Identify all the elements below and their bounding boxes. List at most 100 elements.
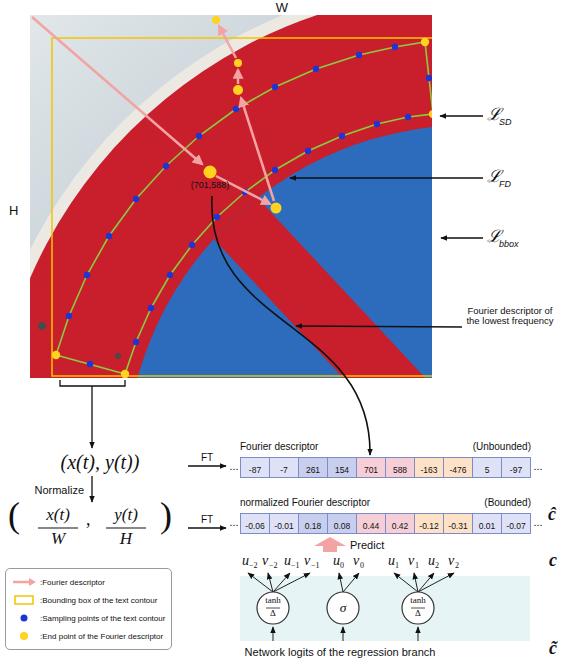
coefficient-cell: 0.01 xyxy=(472,513,502,534)
formula-numerator: y(t) xyxy=(114,506,138,525)
coefficient-symbol: u xyxy=(242,553,249,568)
coefficient-index: 1 xyxy=(415,562,419,571)
coefficient-value: 154 xyxy=(335,461,349,480)
coefficient-cell: 0.08 xyxy=(327,513,357,534)
coefficient-value: 5 xyxy=(485,461,490,480)
sign-bar xyxy=(170,148,432,378)
sign-photo xyxy=(30,15,432,378)
coefficient-cell: -163 xyxy=(414,457,444,478)
predict-arrow xyxy=(314,537,346,552)
legend-entry: :Fourier descriptor xyxy=(11,573,165,591)
legend-entry: :Bounding box of the text contour xyxy=(11,591,165,609)
arrow-label: Predict xyxy=(350,539,384,551)
step-label: Normalize xyxy=(34,484,84,496)
sign-ring xyxy=(30,15,432,378)
activation-circle: tanhΔ xyxy=(401,591,435,625)
coefficient-value: 0.44 xyxy=(363,517,380,536)
formula-denominator: W xyxy=(51,530,65,549)
fourier-vectors xyxy=(32,17,274,204)
coefficient-cell: 0.18 xyxy=(298,513,328,534)
row-range-note: (Bounded) xyxy=(484,497,531,509)
coefficient-cell: -0.31 xyxy=(443,513,473,534)
leader-lines xyxy=(60,116,483,528)
coefficient-value: -0.01 xyxy=(274,517,293,536)
coefficient-symbol: v xyxy=(353,553,359,568)
coefficient-value: -0.06 xyxy=(245,517,264,536)
coefficient-value: -0.07 xyxy=(506,517,525,536)
coefficient-cell: -0.12 xyxy=(414,513,444,534)
loss-subscript: SD xyxy=(499,118,512,128)
coefficient-symbol: u xyxy=(333,553,340,568)
formula-comma: , xyxy=(86,510,91,530)
screw xyxy=(115,353,121,359)
row-heading: Fourier descriptor xyxy=(240,441,318,453)
activation-circle: tanhΔ xyxy=(256,591,290,625)
activation-symbol: tanh xyxy=(265,596,281,606)
ellipsis: ... xyxy=(533,516,542,528)
coefficient-symbol: v xyxy=(448,553,454,568)
coefficient-value: -87 xyxy=(249,461,261,480)
legend-text: :Fourier descriptor xyxy=(40,578,105,587)
bounding-box xyxy=(52,38,432,376)
contour-formula: (x(t), y(t)) xyxy=(61,451,140,473)
coefficient-cell: 0.42 xyxy=(385,513,415,534)
arrow-sample xyxy=(13,581,30,584)
coefficient-value: -476 xyxy=(449,461,466,480)
loss-symbol: ℒ xyxy=(487,106,501,125)
coefficient-symbol: u xyxy=(388,553,395,568)
coefficient-value: -7 xyxy=(280,461,288,480)
coefficient-cell: 701 xyxy=(356,457,386,478)
coefficient-value: 0.01 xyxy=(479,517,496,536)
activation-arrows xyxy=(248,573,454,641)
callout-note: Fourier descriptor of the lowest frequen… xyxy=(464,306,556,327)
box-sample xyxy=(15,596,33,604)
activation-symbol: σ xyxy=(326,591,360,625)
coefficient-index: −1 xyxy=(291,562,300,571)
row-heading: normalized Fourier descriptor xyxy=(240,497,370,509)
descriptor-row: normalized Fourier descriptor (Bounded) -0… xyxy=(240,497,531,535)
descriptor-row: Fourier descriptor(Unbounded)-87-7261154… xyxy=(240,441,531,479)
coefficient-value: -0.31 xyxy=(448,517,467,536)
coefficient-index: −1 xyxy=(311,562,320,571)
legend-entry: :Sampling points of the text contour xyxy=(11,609,165,627)
coefficient-symbol: v xyxy=(304,553,310,568)
transform-label: FT xyxy=(201,452,213,463)
coefficient-index: 1 xyxy=(395,562,399,571)
vector-symbol: c xyxy=(549,551,557,571)
activation-symbol: tanh xyxy=(410,596,426,606)
arrow-sample xyxy=(29,578,36,586)
coefficient-symbol: u xyxy=(284,553,291,568)
activation-symbol: Δ xyxy=(270,609,276,619)
coefficient-index: 2 xyxy=(435,562,439,571)
formula-numerator: x(t) xyxy=(46,506,70,525)
circle-shape xyxy=(402,592,434,624)
loss-subscript: FD xyxy=(499,180,511,190)
legend-entry: :End point of the Fourier descriptor xyxy=(11,627,165,645)
legend-box: :Fourier descriptor :Bounding box of the … xyxy=(5,568,172,650)
coefficient-symbol: u xyxy=(428,553,435,568)
coefficient-cell: 261 xyxy=(298,457,328,478)
dimension-label: W xyxy=(276,1,288,15)
coefficient-cell: -87 xyxy=(240,457,270,478)
coefficient-cell: -7 xyxy=(269,457,299,478)
coefficient-index: 0 xyxy=(340,562,344,571)
coefficient-index: −2 xyxy=(269,562,278,571)
legend-text: :End point of the Fourier descriptor xyxy=(40,632,163,641)
coefficient-value: 701 xyxy=(364,461,378,480)
coefficient-value: 0.08 xyxy=(334,517,351,536)
coefficient-cell: -97 xyxy=(501,457,531,478)
activation-symbol: Δ xyxy=(415,609,421,619)
coefficient-index: 2 xyxy=(455,562,459,571)
coefficient-symbol: v xyxy=(408,553,414,568)
dot-sample xyxy=(21,615,28,622)
sign-rim xyxy=(30,15,432,378)
ellipsis: ... xyxy=(533,460,542,472)
coordinate-label: (701,588) xyxy=(191,181,230,191)
coefficient-cell: 154 xyxy=(327,457,357,478)
transform-label: FT xyxy=(201,514,213,525)
loss-subscript: bbox xyxy=(499,240,519,250)
vector-symbol: c̃ xyxy=(549,639,557,659)
caption-label: Network logits of the regression branch xyxy=(245,646,436,658)
network-panel xyxy=(240,576,530,641)
loss-symbol: ℒ xyxy=(487,228,501,247)
